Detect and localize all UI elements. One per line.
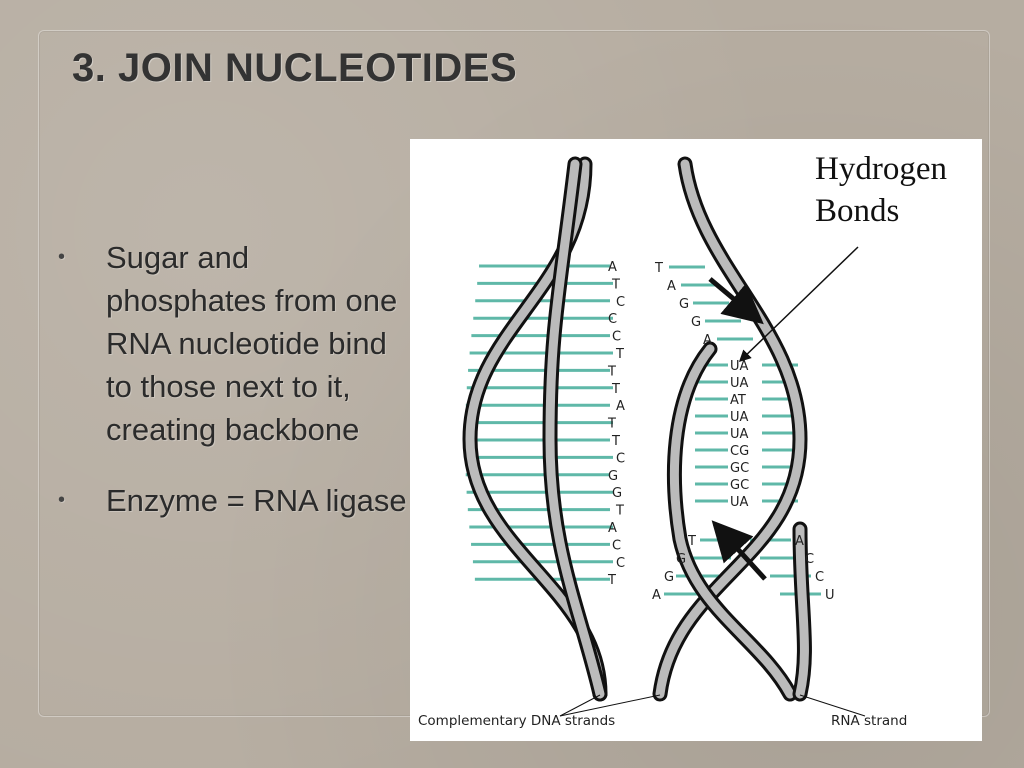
right-bottom-left-base: G: [664, 570, 674, 585]
left-base-letter: T: [607, 417, 616, 432]
complementary-pointer-left: [559, 694, 601, 717]
right-bottom-left-base: A: [652, 588, 661, 603]
right-bottom-left-base: T: [687, 534, 696, 549]
hydrogen-label: Hydrogen: [815, 151, 947, 187]
rna-pair-letters: GC: [730, 478, 749, 493]
left-base-letter: T: [615, 504, 624, 519]
right-bottom-right-base: C: [805, 552, 814, 567]
left-base-letter: G: [608, 469, 618, 484]
helix-drawing: ATCCCTTTATTCGGTACCTTAGGAUAUAATUAUACGGCGC…: [462, 156, 866, 717]
bonds-label: Bonds: [815, 193, 900, 229]
right-top-base-letter: A: [703, 333, 712, 348]
left-base-letter: A: [608, 260, 617, 275]
complementary-dna-label: Complementary DNA strands: [418, 713, 616, 729]
right-dna-inner-strand-inner: [669, 344, 795, 699]
rna-strand-label: RNA strand: [831, 713, 908, 729]
helix-strands: [462, 156, 812, 702]
rna-pair-letters: GC: [730, 461, 749, 476]
left-base-letter: A: [616, 399, 625, 414]
left-base-letter: G: [612, 486, 622, 501]
complementary-pointer-right: [559, 694, 661, 717]
bullet-item: • Enzyme = RNA ligase: [58, 479, 408, 522]
rna-pair-letters: UA: [730, 359, 749, 374]
left-dna-strand-b-hidden-inner: [545, 159, 605, 699]
left-base-letter: T: [611, 277, 620, 292]
bullet-item: • Sugar and phosphates from one RNA nucl…: [58, 236, 408, 451]
rna-pair-letters: AT: [730, 393, 746, 408]
left-base-letter: T: [607, 573, 616, 588]
base-letters: ATCCCTTTATTCGGTACCTTAGGAUAUAATUAUACGGCGC…: [607, 260, 835, 603]
bullet-list: • Sugar and phosphates from one RNA nucl…: [58, 236, 408, 550]
transcription-direction-arrow-top: [708, 277, 764, 325]
rna-strand-tail-inner: [795, 524, 809, 699]
rna-strand-pointer: [799, 694, 866, 717]
rna-pair-letters: UA: [730, 427, 749, 442]
right-top-base-letter: A: [667, 279, 676, 294]
left-base-letter: T: [607, 364, 616, 379]
rna-pair-letters: CG: [730, 444, 749, 459]
bullet-text: Sugar and phosphates from one RNA nucleo…: [106, 240, 398, 447]
right-bottom-right-base: U: [825, 588, 835, 603]
right-top-base-letter: G: [679, 297, 689, 312]
transcription-direction-arrow-bottom: [711, 520, 767, 581]
right-bottom-right-base: C: [815, 570, 824, 585]
left-base-letter: C: [616, 451, 625, 466]
rna-pair-letters: UA: [730, 410, 749, 425]
pointer-lines: [559, 246, 866, 717]
left-base-letter: C: [616, 556, 625, 571]
rna-pair-letters: UA: [730, 376, 749, 391]
bullet-dot-icon: •: [58, 489, 66, 511]
left-base-letter: C: [612, 330, 621, 345]
left-base-letter: T: [611, 434, 620, 449]
rna-pair-letters: UA: [730, 495, 749, 510]
right-top-base-letter: T: [654, 261, 663, 276]
right-dna-strand-inner: [655, 159, 805, 699]
slide-title: 3. JOIN NUCLEOTIDES: [72, 46, 518, 90]
right-top-base-letter: G: [691, 315, 701, 330]
right-bottom-right-base: A: [795, 534, 804, 549]
bullet-dot-icon: •: [58, 246, 66, 268]
bullet-text: Enzyme = RNA ligase: [106, 483, 407, 518]
left-base-letter: T: [611, 382, 620, 397]
left-base-letter: C: [612, 538, 621, 553]
right-bottom-left-base: G: [676, 552, 686, 567]
left-base-letter: A: [608, 521, 617, 536]
left-base-letter: C: [616, 295, 625, 310]
left-base-letter: C: [608, 312, 617, 327]
hydrogen-bond-pointer: [738, 246, 859, 363]
left-base-letter: T: [615, 347, 624, 362]
